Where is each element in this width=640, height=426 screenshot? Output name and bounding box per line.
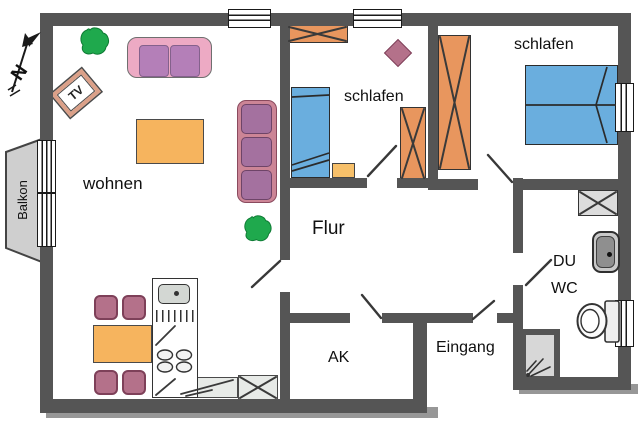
window [228, 9, 271, 28]
nightstand [332, 163, 355, 178]
wall [413, 323, 427, 413]
room-label-flur: Flur [312, 218, 345, 239]
room-label-wc: WC [551, 280, 578, 297]
wall [513, 179, 618, 190]
wall [513, 285, 523, 390]
room-label-schlafen-mid: schlafen [344, 88, 404, 105]
wall [382, 313, 473, 323]
wardrobe [438, 35, 471, 170]
single-bed [291, 87, 330, 178]
wall [40, 399, 427, 413]
room-label-schlafen-right: schlafen [514, 36, 574, 53]
wash-basin-drain [607, 252, 612, 257]
room-label-du: DU [553, 253, 577, 270]
balcony-door [37, 140, 56, 247]
wall [397, 178, 438, 188]
tv-label: TV [65, 82, 87, 104]
armchair-cushion [241, 170, 272, 200]
wash-basin-inner [596, 236, 615, 268]
chair [94, 295, 118, 320]
shower [520, 329, 560, 382]
kitchen-sink-drain [174, 291, 179, 296]
dining-table [93, 325, 152, 363]
armchair-cushion [241, 104, 272, 134]
room-label-eingang: Eingang [436, 339, 495, 356]
sofa-cushion [139, 45, 169, 77]
wall [282, 313, 350, 323]
window [615, 83, 634, 132]
room-label-balkon: Balkon [15, 180, 30, 220]
dish-rack [156, 310, 196, 322]
room-label-ak: AK [328, 349, 350, 366]
wall [513, 178, 523, 253]
bath-cabinet [578, 190, 618, 216]
chair [94, 370, 118, 395]
wall [288, 178, 367, 188]
window [615, 300, 634, 347]
wall [40, 13, 630, 26]
wardrobe [400, 107, 426, 180]
chair [122, 295, 146, 320]
wall [280, 292, 290, 412]
coffee-table [136, 119, 204, 164]
window [353, 9, 402, 28]
double-bed [525, 65, 618, 145]
wall [428, 13, 438, 190]
sofa-cushion [170, 45, 200, 77]
wall [438, 179, 478, 190]
room-label-wohnen: wohnen [83, 174, 143, 193]
wall [513, 377, 631, 390]
wall [280, 13, 290, 260]
armchair-cushion [241, 137, 272, 167]
chair [122, 370, 146, 395]
wall [497, 313, 518, 323]
wardrobe [287, 25, 348, 43]
